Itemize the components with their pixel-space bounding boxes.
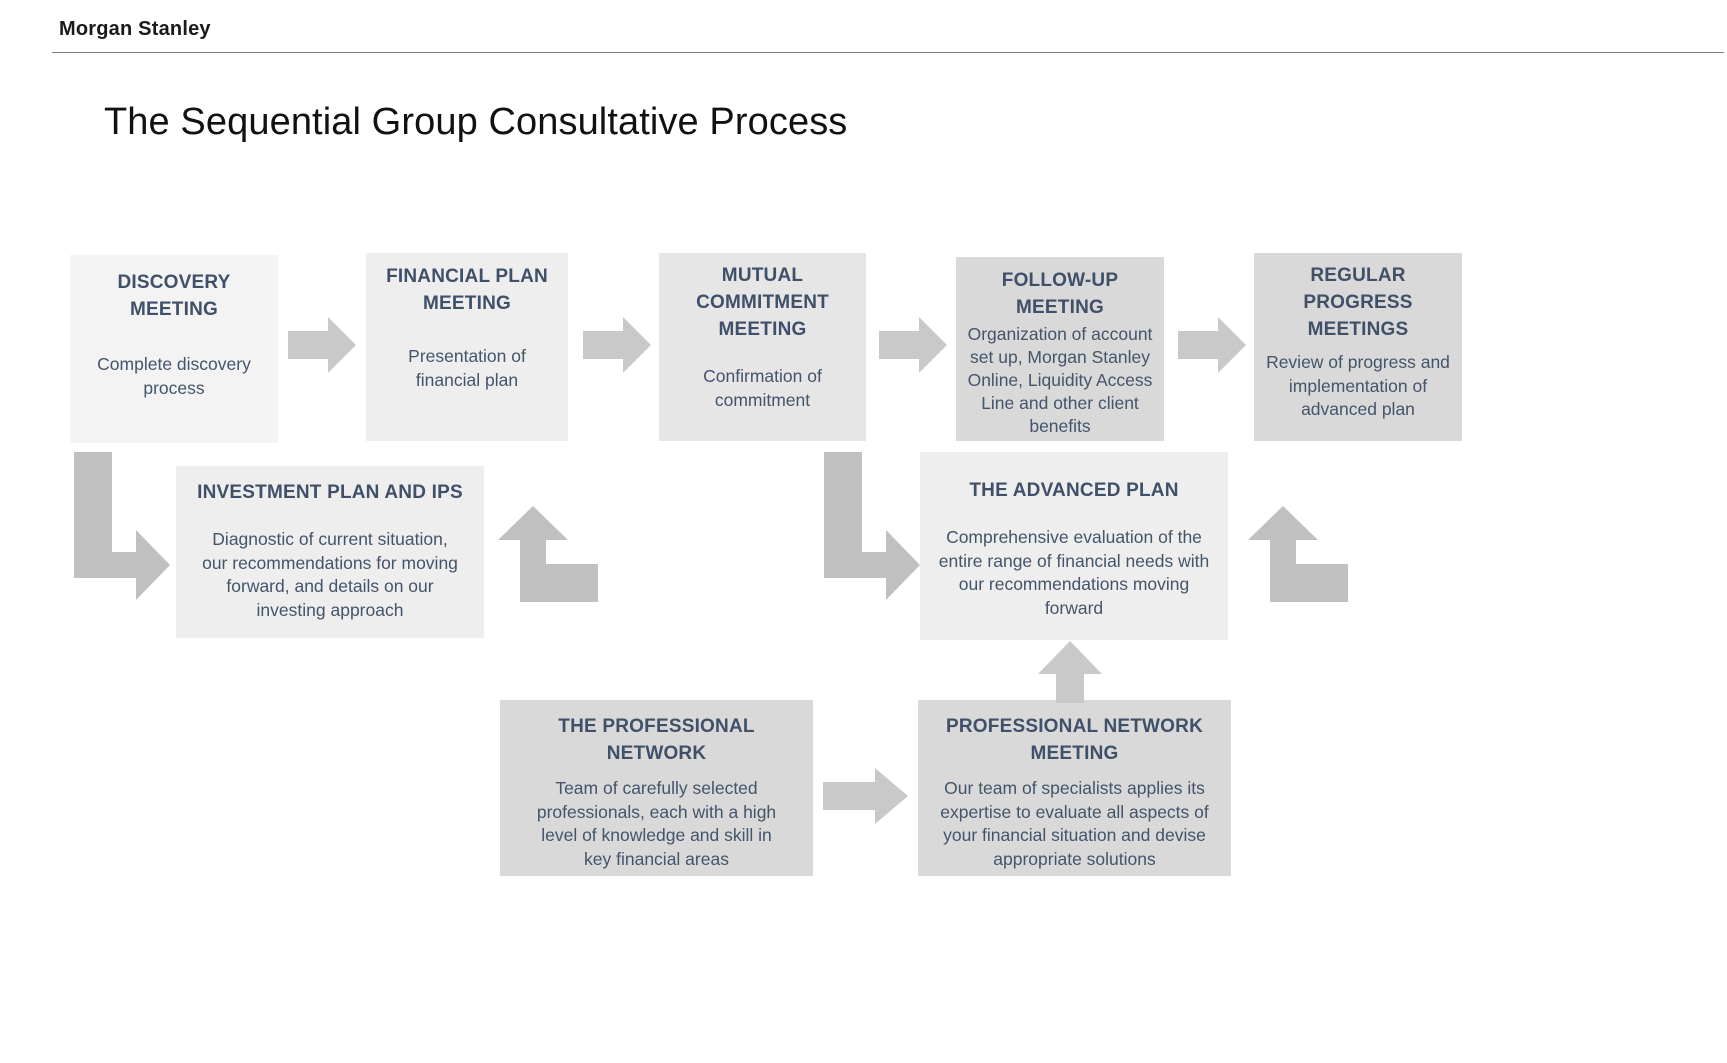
box-regular-progress-meetings-body: Review of progress and implementation of… — [1266, 352, 1450, 419]
arrow-discovery-down-to-investment-plan — [74, 452, 170, 602]
box-mutual-commitment-meeting[interactable]: MUTUAL COMMITMENT MEETING Confirmation o… — [659, 253, 866, 441]
page-title: The Sequential Group Consultative Proces… — [104, 101, 848, 143]
box-professional-network-meeting-title-line2: MEETING — [1030, 743, 1119, 764]
box-financial-plan-meeting[interactable]: FINANCIAL PLAN MEETING Presentation of f… — [366, 253, 568, 441]
box-the-advanced-plan-title: THE ADVANCED PLAN — [969, 480, 1179, 501]
box-investment-plan-and-ips-title: INVESTMENT PLAN AND IPS — [197, 482, 463, 503]
box-the-professional-network[interactable]: THE PROFESSIONAL NETWORK Team of careful… — [500, 700, 813, 876]
box-investment-plan-and-ips-body: Diagnostic of current situation, our rec… — [202, 529, 458, 620]
box-regular-progress-meetings[interactable]: REGULAR PROGRESS MEETINGS Review of prog… — [1254, 253, 1462, 441]
arrow-follow-up-to-regular-progress — [1178, 317, 1246, 373]
box-the-advanced-plan[interactable]: THE ADVANCED PLAN Comprehensive evaluati… — [920, 452, 1228, 640]
box-professional-network-meeting-body: Our team of specialists applies its expe… — [940, 778, 1209, 869]
brand-header: Morgan Stanley — [0, 0, 1727, 58]
header-divider — [52, 52, 1724, 53]
box-the-advanced-plan-body: Comprehensive evaluation of the entire r… — [938, 527, 1210, 618]
arrow-discovery-to-financial-plan — [288, 317, 356, 373]
arrow-mutual-commitment-down-to-advanced-plan — [824, 452, 920, 602]
box-investment-plan-and-ips[interactable]: INVESTMENT PLAN AND IPS Diagnostic of cu… — [176, 466, 484, 638]
box-discovery-meeting-title-line1: DISCOVERY — [117, 272, 231, 293]
box-follow-up-meeting-title-line1: FOLLOW-UP — [1001, 270, 1119, 291]
arrow-network-meeting-up-to-advanced-plan — [1038, 641, 1102, 703]
box-mutual-commitment-meeting-title-line2: COMMITMENT — [696, 292, 829, 313]
arrow-advanced-plan-up-to-regular-progress — [1248, 452, 1348, 602]
box-the-professional-network-title-line2: NETWORK — [606, 743, 707, 764]
arrow-mutual-commitment-to-follow-up — [879, 317, 947, 373]
arrow-financial-plan-to-mutual-commitment — [583, 317, 651, 373]
arrow-professional-network-to-network-meeting — [823, 768, 908, 824]
box-professional-network-meeting[interactable]: PROFESSIONAL NETWORK MEETING Our team of… — [918, 700, 1231, 876]
box-financial-plan-meeting-title-line2: MEETING — [423, 293, 511, 314]
box-the-professional-network-title-line1: THE PROFESSIONAL — [558, 716, 755, 737]
box-regular-progress-meetings-title-line1: REGULAR — [1310, 265, 1406, 286]
box-follow-up-meeting-title-line2: MEETING — [1016, 297, 1104, 318]
box-mutual-commitment-meeting-title-line3: MEETING — [718, 319, 807, 340]
box-regular-progress-meetings-title-line3: MEETINGS — [1307, 319, 1409, 340]
box-discovery-meeting-body: Complete discovery process — [97, 354, 251, 398]
box-regular-progress-meetings-title-line2: PROGRESS — [1303, 292, 1413, 313]
box-professional-network-meeting-title-line1: PROFESSIONAL NETWORK — [946, 716, 1203, 737]
box-follow-up-meeting-body: Organization of account set up, Morgan S… — [967, 324, 1153, 436]
box-financial-plan-meeting-title-line1: FINANCIAL PLAN — [386, 266, 548, 287]
box-financial-plan-meeting-body: Presentation of financial plan — [408, 346, 526, 390]
box-discovery-meeting-title-line2: MEETING — [130, 299, 218, 320]
box-the-professional-network-body: Team of carefully selected professionals… — [536, 778, 777, 869]
box-follow-up-meeting[interactable]: FOLLOW-UP MEETING Organization of accoun… — [956, 257, 1164, 441]
box-discovery-meeting[interactable]: DISCOVERY MEETING Complete discovery pro… — [70, 255, 278, 443]
arrow-investment-plan-up-to-financial-plan — [498, 452, 598, 602]
box-mutual-commitment-meeting-body: Confirmation of commitment — [703, 366, 822, 410]
box-mutual-commitment-meeting-title-line1: MUTUAL — [721, 265, 804, 286]
brand-name: Morgan Stanley — [59, 18, 211, 40]
